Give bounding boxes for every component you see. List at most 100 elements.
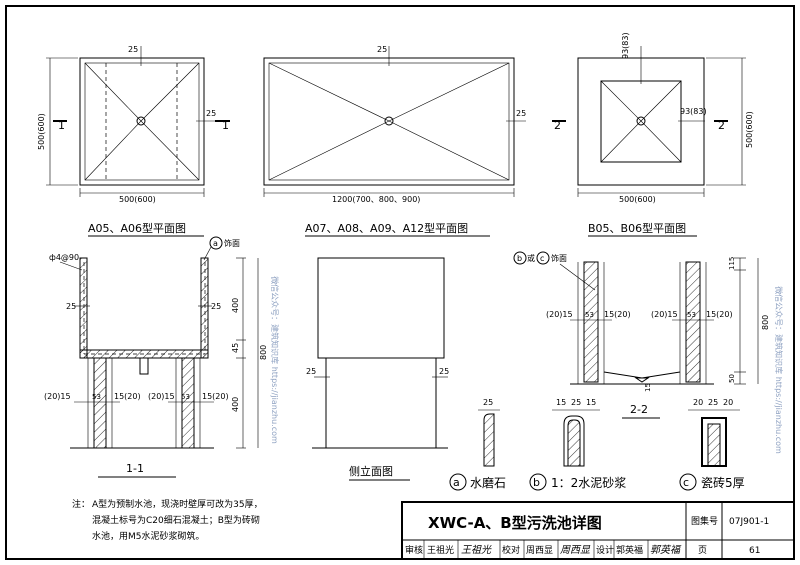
sec1-dim-400-top: 400	[231, 298, 240, 313]
plan-a07-outline	[263, 57, 515, 186]
page-label: 页	[698, 545, 707, 556]
detail-c-text: 瓷砖5厚	[701, 475, 745, 490]
side-dim-left: 25	[306, 367, 316, 376]
side-basin	[317, 257, 445, 359]
check-signature: 周西显	[560, 545, 591, 556]
plan-a05: 25 25 500(600) 500(600) 1 1 A05、A06型平面图	[37, 45, 230, 237]
detail-a-dim: 25	[483, 398, 493, 407]
sec1-wall-right: 25	[211, 302, 221, 311]
sec1-dim-45: 45	[231, 343, 240, 353]
plan-a05-sec-right: 1	[222, 119, 229, 132]
plan-a07-width-dim: 1200(700、800、900)	[332, 195, 420, 204]
sec1-leg-right-53: 53	[181, 393, 190, 401]
sec2-right-inner: 15(20)	[706, 310, 733, 319]
detail-a-circle-icon	[449, 473, 467, 491]
section1-title: 1-1	[126, 462, 144, 475]
note-label: 注：	[72, 498, 90, 510]
detail-b-dim-1: 15	[556, 398, 566, 407]
sec2-right-53: 53	[687, 311, 696, 319]
page-value: 61	[749, 546, 760, 556]
drain-icon	[636, 116, 646, 126]
leg-left	[93, 357, 107, 449]
detail-a-text: 水磨石	[470, 476, 506, 490]
sec2-callout-b: b	[517, 254, 522, 263]
sec2-dim-115: 115	[728, 257, 736, 270]
sec2-callout-or: 或	[527, 253, 535, 263]
sec1-dim-400-bottom: 400	[231, 397, 240, 412]
plan-a05-height-dim: 500(600)	[37, 113, 46, 150]
section-1-1: ф4@90 a 饰面 25 25 400 45 800 400 (20)15 5…	[44, 236, 268, 478]
plan-b05-sec-left: 2	[554, 119, 561, 132]
plan-a07: 25 25 1200(700、800、900) A07、A08、A09、A12型…	[263, 45, 526, 237]
callout-b-icon	[513, 251, 527, 265]
check-name: 周西显	[526, 545, 553, 556]
design-label: 设计	[596, 544, 614, 556]
sec2-right-outer: (20)15	[651, 310, 678, 319]
detail-c-dim-2: 25	[708, 398, 718, 407]
plan-b05-sec-right: 2	[718, 119, 725, 132]
side-dim-right: 25	[439, 367, 449, 376]
sheet-border	[5, 5, 795, 560]
rebar-label: ф4@90	[49, 253, 79, 262]
sec1-leg-left-53: 53	[92, 393, 101, 401]
detail-a-letter: a	[453, 476, 460, 489]
watermark-right: 微信公众号：建筑知识库 https://jianzhu.com	[774, 286, 784, 454]
sec2-dim-15: 15	[644, 383, 652, 392]
callout-c-icon	[536, 251, 550, 265]
atlas-label: 图集号	[691, 515, 718, 527]
sec1-leg-left-outer: (20)15	[44, 392, 71, 401]
design-name: 郭英福	[616, 544, 643, 556]
detail-b-text: 1：2水泥砂浆	[551, 475, 626, 490]
sec2-left-53: 53	[585, 311, 594, 319]
detail-a: 25 a 水磨石	[449, 398, 506, 491]
design-signature: 郭英福	[650, 544, 682, 556]
detail-c: 20 25 20 c 瓷砖5厚	[679, 398, 745, 491]
detail-b-circle-icon	[529, 473, 547, 491]
side-elevation: 25 25 侧立面图	[306, 257, 449, 481]
detail-a-section	[483, 413, 495, 467]
detail-c-dim-1: 20	[693, 398, 703, 407]
drain-icon	[634, 377, 650, 383]
watermark-left: 微信公众号：建筑知识库 https://jianzhu.com	[270, 276, 280, 444]
sec1-leg-right-inner: 15(20)	[202, 392, 229, 401]
drain-icon	[136, 116, 146, 126]
sec1-callout-text: 饰面	[224, 238, 240, 248]
review-signature: 王祖光	[461, 544, 492, 556]
side-title: 侧立面图	[349, 464, 393, 478]
detail-b-dim-3: 15	[586, 398, 596, 407]
plan-b05: 93(83) 93(83) 500(600) 500(600) 2 2 B05、…	[552, 32, 754, 237]
detail-c-circle-icon	[679, 473, 697, 491]
sec2-dim-50: 50	[728, 374, 736, 383]
plan-a05-top-dim: 25	[128, 45, 138, 54]
sec2-callout-c: c	[540, 254, 544, 263]
plan-a07-right-dim: 25	[516, 109, 526, 118]
title-block-title: XWC-A、B型污洗池详图	[428, 514, 602, 532]
sec1-leg-right-outer: (20)15	[148, 392, 175, 401]
detail-b-letter: b	[533, 476, 540, 489]
detail-b: 15 25 15 b 1：2水泥砂浆	[529, 398, 626, 491]
plan-a05-inner	[84, 62, 200, 181]
detail-c-letter: c	[683, 476, 689, 489]
note-line-2: 混凝土标号为C20细石混凝土；B型为砖砌	[92, 514, 260, 526]
plan-a05-right-dim: 25	[206, 109, 216, 118]
note: 注： A型为预制水池，现浇时壁厚可改为35厚， 混凝土标号为C20细石混凝土；B…	[72, 498, 263, 542]
check-label: 校对	[502, 544, 520, 556]
sec2-left-inner: 15(20)	[604, 310, 631, 319]
drain-pipe	[139, 357, 149, 375]
brick-wall-right	[685, 261, 701, 383]
section-2-2: b 或 c 饰面 115 800 50 15 (20)15 53 15(20) …	[513, 251, 770, 419]
brick-wall-left	[583, 261, 599, 383]
callout-a-icon	[209, 236, 223, 250]
sec2-left-outer: (20)15	[546, 310, 573, 319]
atlas-value: 07J901-1	[729, 517, 769, 527]
note-line-1: A型为预制水池，现浇时壁厚可改为35厚，	[92, 498, 263, 510]
detail-b-dim-2: 25	[571, 398, 581, 407]
plan-b05-top-dim: 93(83)	[621, 32, 630, 59]
sec2-callout-text: 饰面	[551, 253, 567, 263]
title-block: XWC-A、B型污洗池详图 图集号 07J901-1 审核 王祖光 王祖光 校对…	[401, 501, 795, 560]
detail-c-section	[707, 423, 721, 467]
sec1-wall-left: 25	[66, 302, 76, 311]
plan-b05-height-dim: 500(600)	[745, 111, 754, 148]
note-line-3: 水池，用M5水泥砂浆砌筑。	[92, 530, 205, 542]
